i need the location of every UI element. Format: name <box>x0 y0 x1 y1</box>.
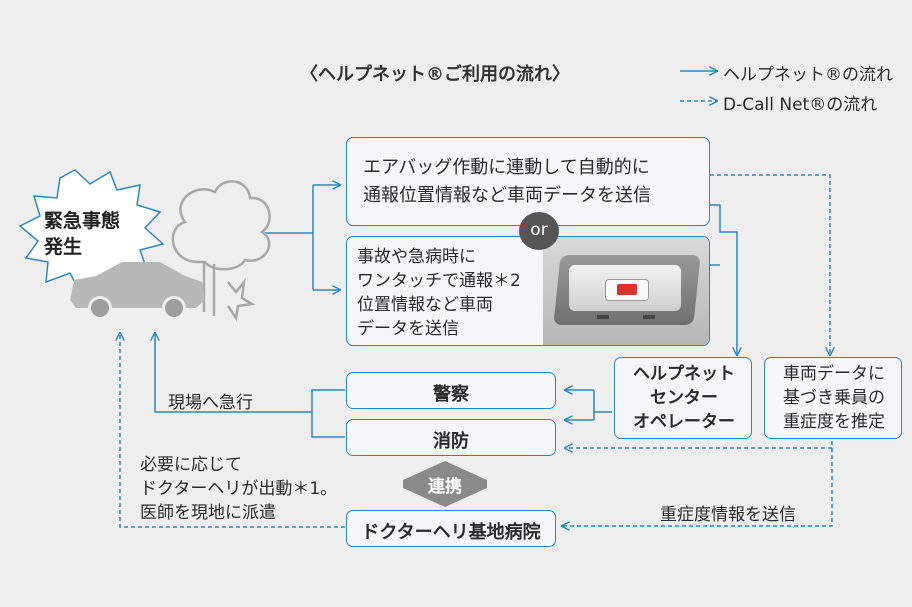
sos-button-photo <box>543 237 709 345</box>
manual-report-text: 事故や急病時に ワンタッチで通報＊2 位置情報など車両 データを送信 <box>357 247 521 339</box>
severity-estimate-text: 車両データに 基づき乗員の 重症度を推定 <box>783 364 885 432</box>
legend-solid-label: ヘルプネット®の流れ <box>723 65 893 85</box>
helpnet-center-text: ヘルプネット センター オペレーター <box>633 364 735 432</box>
fire-department-label: 消防 <box>433 431 469 452</box>
smoke-cloud <box>171 180 271 271</box>
manual-report-box: 事故や急病時に ワンタッチで通報＊2 位置情報など車両 データを送信 <box>346 236 710 346</box>
page-title: 〈ヘルプネット®ご利用の流れ〉 <box>300 64 570 85</box>
impact-spark <box>226 277 256 322</box>
or-badge: or <box>519 212 559 250</box>
auto-report-box: エアバッグ作動に連動して自動的に 通報位置情報など車両データを送信 <box>346 137 710 226</box>
arrow-estimate-to-heli <box>562 448 833 526</box>
arrow-auto-to-estimate <box>710 174 830 355</box>
severity-estimate-box: 車両データに 基づき乗員の 重症度を推定 <box>764 357 902 439</box>
arrow-rush-to-scene <box>155 333 312 413</box>
rush-label: 現場へ急行 <box>168 393 253 413</box>
helpnet-center-box: ヘルプネット センター オペレーター <box>614 357 752 439</box>
heli-dispatch-note: 必要に応じて ドクターヘリが出動＊1。 医師を現地に派遣 <box>140 455 338 523</box>
arrow-auto-to-center <box>708 204 737 355</box>
arrow-estimate-to-fire <box>565 441 833 448</box>
sos-button <box>605 279 649 301</box>
police-label: 警察 <box>433 384 469 405</box>
car-icon <box>70 262 205 308</box>
severity-send-label: 重症度情報を送信 <box>660 505 796 525</box>
police-box: 警察 <box>346 372 556 409</box>
fire-department-box: 消防 <box>346 419 556 456</box>
services-merge <box>311 389 345 438</box>
heli-hospital-label: ドクターヘリ基地病院 <box>361 522 541 543</box>
auto-report-text: エアバッグ作動に連動して自動的に 通報位置情報など車両データを送信 <box>363 157 651 206</box>
ambulance-icon <box>617 284 637 295</box>
coop-double-arrow <box>403 461 487 507</box>
legend-dashed-label: D-Call Net®の流れ <box>723 95 878 115</box>
heli-hospital-box: ドクターヘリ基地病院 <box>346 510 556 547</box>
coop-label: 連携 <box>428 477 462 497</box>
arrow-heli-to-scene <box>120 333 345 528</box>
emergency-label: 緊急事態 発生 <box>44 210 121 258</box>
